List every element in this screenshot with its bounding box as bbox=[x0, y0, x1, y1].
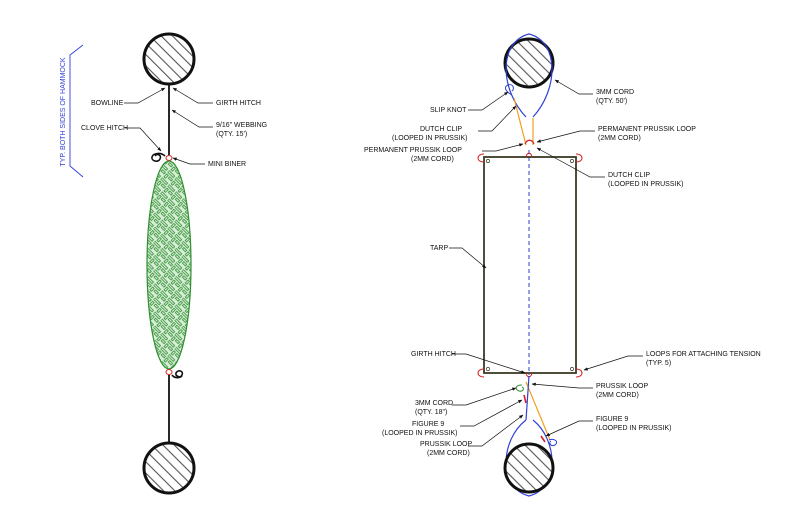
label-3mm-cord-top-2: (QTY. 50') bbox=[596, 98, 627, 105]
tarp-rectangle bbox=[483, 156, 577, 374]
grommet-tr bbox=[570, 159, 574, 163]
label-3mm-cord-top-1: 3MM CORD bbox=[596, 89, 634, 96]
label-perm-prussik-right-1: PERMANENT PRUSSIK LOOP bbox=[598, 126, 696, 133]
right-labels: SLIP KNOT 3MM CORD (QTY. 50') DUTCH CLIP… bbox=[364, 79, 761, 457]
figure-nine-right bbox=[540, 435, 546, 443]
label-figure-9-right-2: (LOOPED IN PRUSSIK) bbox=[596, 425, 671, 432]
figure-nine-left bbox=[523, 394, 527, 404]
tree-top-left bbox=[142, 32, 196, 86]
label-perm-prussik-right-2: (2MM CORD) bbox=[598, 135, 641, 142]
orange-cord-top-left bbox=[513, 97, 527, 146]
clove-hitch-bottom bbox=[171, 370, 184, 379]
label-figure-9-right-1: FIGURE 9 bbox=[596, 416, 628, 423]
label-webbing-1: 9/16" WEBBING bbox=[216, 122, 267, 129]
tree-bottom-right bbox=[503, 442, 555, 494]
prussik-loop-top bbox=[524, 139, 535, 145]
corner-loop-bl bbox=[477, 368, 485, 378]
label-girth-hitch-right: GIRTH HITCH bbox=[411, 351, 456, 358]
grommet-tl bbox=[486, 159, 490, 163]
hammock-assembly bbox=[142, 32, 196, 495]
label-figure-9-left-2: (LOOPED IN PRUSSIK) bbox=[382, 430, 457, 437]
label-dutch-clip-right-2: (LOOPED IN PRUSSIK) bbox=[608, 181, 683, 188]
label-dutch-clip-left-2: (LOOPED IN PRUSSIK) bbox=[392, 135, 467, 142]
label-perm-prussik-left-2: (2MM CORD) bbox=[411, 156, 454, 163]
left-labels: BOWLINE GIRTH HITCH 9/16" WEBBING (QTY. … bbox=[81, 87, 267, 168]
label-prussik-left-1: PRUSSIK LOOP bbox=[420, 441, 472, 448]
label-bowline: BOWLINE bbox=[91, 100, 124, 107]
mini-biner-top bbox=[165, 155, 173, 161]
blue-cord-bottom bbox=[525, 375, 530, 421]
side-note: TYP. BOTH SIDES OF HAMMOCK bbox=[60, 44, 84, 178]
grommet-bl bbox=[486, 367, 490, 371]
corner-loop-br bbox=[575, 368, 583, 378]
orange-cord-bottom bbox=[525, 381, 551, 441]
corner-loop-tl bbox=[477, 153, 485, 163]
label-3mm-cord-bottom-1: 3MM CORD bbox=[415, 400, 453, 407]
label-prussik-left-2: (2MM CORD) bbox=[427, 450, 470, 457]
hammock-body bbox=[146, 160, 192, 370]
label-clove-hitch: CLOVE HITCH bbox=[81, 125, 128, 132]
side-note-text: TYP. BOTH SIDES OF HAMMOCK bbox=[60, 57, 67, 166]
label-girth-hitch-left: GIRTH HITCH bbox=[216, 100, 261, 107]
label-mini-biner: MINI BINER bbox=[208, 161, 246, 168]
clove-hitch-top bbox=[151, 152, 166, 162]
cord-loop-bottom bbox=[505, 419, 553, 497]
label-tarp: TARP bbox=[430, 245, 448, 252]
tree-bottom-left bbox=[142, 441, 196, 495]
label-3mm-cord-bottom-2: (QTY. 18") bbox=[415, 409, 447, 416]
label-figure-9-left-1: FIGURE 9 bbox=[412, 421, 444, 428]
tree-top-right bbox=[503, 37, 555, 89]
label-loops-2: (TYP. 5) bbox=[646, 360, 671, 367]
grommet-br bbox=[570, 367, 574, 371]
label-slip-knot: SLIP KNOT bbox=[430, 107, 467, 114]
label-loops-1: LOOPS FOR ATTACHING TENSION bbox=[646, 351, 761, 358]
green-cord-knot bbox=[515, 384, 524, 392]
slip-knot-bottom bbox=[548, 439, 558, 446]
label-dutch-clip-right-1: DUTCH CLIP bbox=[608, 172, 650, 179]
center-loop-top bbox=[525, 152, 533, 158]
cord-loop-top bbox=[505, 33, 553, 118]
label-perm-prussik-left-1: PERMANENT PRUSSIK LOOP bbox=[364, 147, 462, 154]
tarp-assembly bbox=[477, 33, 583, 497]
corner-loop-tr bbox=[575, 153, 583, 163]
mini-biner-bottom bbox=[165, 369, 173, 375]
label-prussik-right-2: (2MM CORD) bbox=[596, 392, 639, 399]
label-webbing-2: (QTY. 15') bbox=[216, 131, 247, 138]
label-prussik-right-1: PRUSSIK LOOP bbox=[596, 383, 648, 390]
label-dutch-clip-left-1: DUTCH CLIP bbox=[420, 126, 462, 133]
